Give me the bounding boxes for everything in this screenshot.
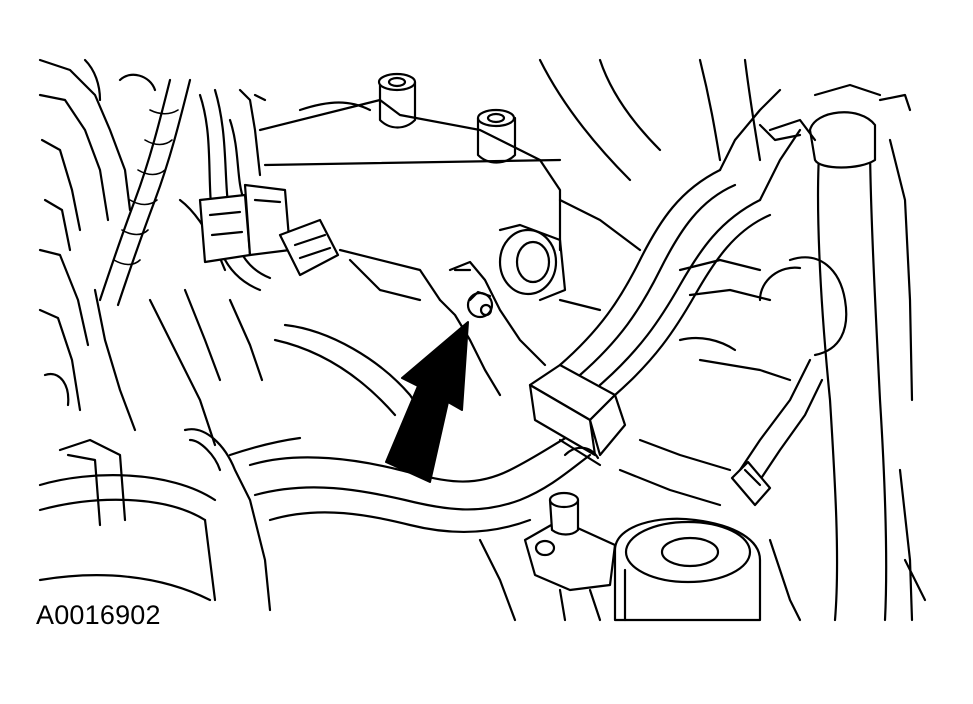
figure-id-label: A0016902 [36,600,161,630]
reservoir-base [38,428,272,612]
bracket-with-bolt [438,260,547,397]
lower-fitting [613,517,762,622]
right-vertical-pipe [758,83,914,622]
round-pump [678,256,848,382]
pipe-clamp [528,363,627,467]
left-manifold-housing [38,58,264,527]
twin-pipes [558,88,802,397]
callout-arrow-icon [385,321,469,483]
main-hose [228,428,592,534]
connectors [198,88,340,277]
lower-bracket [478,491,617,622]
background-lines [273,58,927,622]
round-boss [498,223,602,312]
small-hose [730,358,824,507]
upper-housing [258,72,562,302]
